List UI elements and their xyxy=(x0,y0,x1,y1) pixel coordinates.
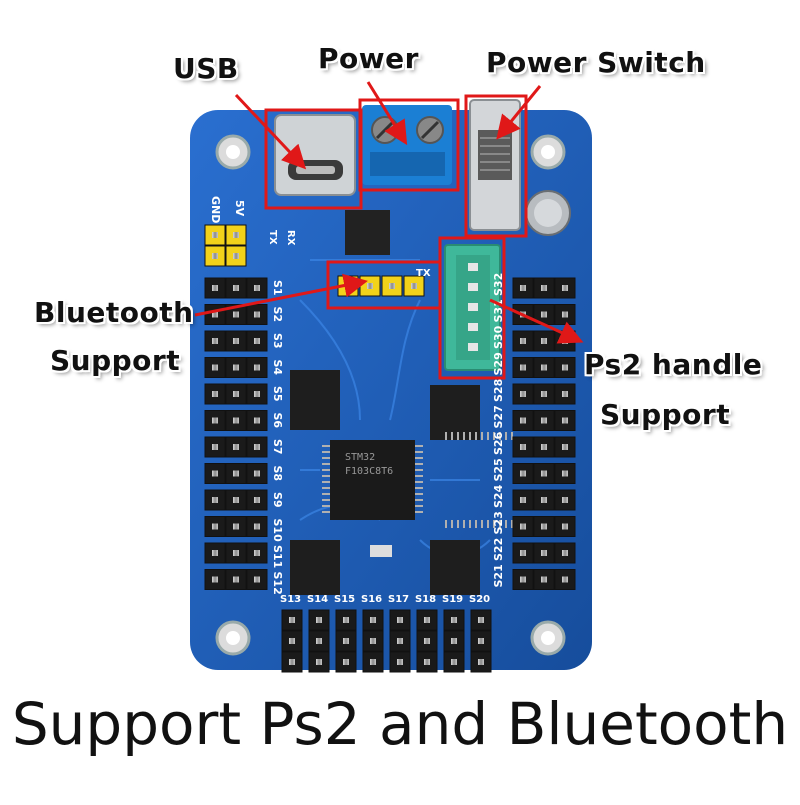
servo-label-S19: S19 xyxy=(442,594,463,605)
mcu-chip: STM32 F103C8T6 xyxy=(322,432,513,528)
servo-label-S30: S30 xyxy=(492,325,505,349)
servo-label-S24: S24 xyxy=(492,484,505,508)
bottom-servo-labels: S13 S14 S15 S16 S17 S18 S19 S20 xyxy=(280,594,490,605)
ps2-connector xyxy=(444,244,501,371)
right-servo-headers xyxy=(512,277,576,590)
servo-label-S12: S12 xyxy=(271,572,284,595)
tx2-label: TX xyxy=(416,268,431,279)
servo-label-S13: S13 xyxy=(280,594,301,605)
tx-label: TX xyxy=(267,230,278,245)
power-callout-label: Power xyxy=(318,42,419,75)
servo-label-S14: S14 xyxy=(307,594,328,605)
servo-header-S13 xyxy=(281,609,303,673)
five-v-label: 5V xyxy=(233,200,246,217)
servo-label-S21: S21 xyxy=(492,564,505,587)
left-servo-headers xyxy=(204,277,268,590)
servo-label-S2: S2 xyxy=(271,307,284,323)
servo-label-S28: S28 xyxy=(492,379,505,402)
servo-label-S22: S22 xyxy=(492,538,505,561)
usb-callout-label: USB xyxy=(173,52,239,85)
bluetooth-callout-line1: Bluetooth xyxy=(34,296,194,329)
callout-arrows xyxy=(194,81,584,344)
servo-header-S16 xyxy=(362,609,384,673)
servo-label-S15: S15 xyxy=(334,594,355,605)
servo-header-S9 xyxy=(204,489,268,511)
servo-label-S10: S10 xyxy=(271,519,284,543)
servo-header-S21 xyxy=(512,569,576,590)
servo-label-S11: S11 xyxy=(271,545,284,568)
servo-label-S25: S25 xyxy=(492,458,505,481)
servo-label-S26: S26 xyxy=(492,431,505,455)
voltage-regulator xyxy=(345,210,390,255)
power-terminal-block xyxy=(362,105,452,185)
bluetooth-callout-line2: Support xyxy=(50,344,181,377)
servo-header-S24 xyxy=(512,489,576,511)
gnd-5v-header xyxy=(204,224,247,267)
servo-label-S20: S20 xyxy=(469,594,490,605)
servo-label-S1: S1 xyxy=(271,280,284,296)
servo-header-S17 xyxy=(389,609,411,673)
servo-header-S7 xyxy=(204,436,268,458)
servo-header-S32 xyxy=(512,277,576,299)
servo-label-S9: S9 xyxy=(271,492,284,508)
servo-label-S4: S4 xyxy=(271,360,284,376)
servo-label-S32: S32 xyxy=(492,273,505,296)
servo-header-S25 xyxy=(512,463,576,484)
servo-header-S8 xyxy=(204,463,268,484)
servo-header-S1 xyxy=(204,277,268,299)
bottom-servo-headers xyxy=(281,609,492,673)
servo-header-S29 xyxy=(512,357,576,378)
servo-label-S6: S6 xyxy=(271,413,284,429)
servo-header-S28 xyxy=(512,383,576,405)
servo-label-S29: S29 xyxy=(492,352,505,375)
servo-header-S23 xyxy=(512,516,576,537)
servo-header-S3 xyxy=(204,330,268,352)
servo-label-S5: S5 xyxy=(271,386,284,402)
gnd-label: GND xyxy=(209,196,222,223)
yellow-header-row-2 xyxy=(204,245,247,267)
servo-header-S10 xyxy=(204,516,268,537)
servo-header-S26 xyxy=(512,436,576,458)
usb-port xyxy=(274,114,356,196)
servo-label-S3: S3 xyxy=(271,333,284,349)
servo-driver-ics xyxy=(290,370,480,595)
mcu-brand-text: STM32 xyxy=(345,452,375,463)
capacitor xyxy=(525,190,571,236)
servo-header-S22 xyxy=(512,542,576,564)
power-switch-callout-label: Power Switch xyxy=(486,46,706,79)
servo-header-S14 xyxy=(308,609,330,673)
servo-header-S4 xyxy=(204,357,268,378)
servo-header-S20 xyxy=(470,609,492,673)
ps2-callout-line2: Support xyxy=(600,398,731,431)
yellow-header-row-1 xyxy=(204,224,247,246)
servo-label-S8: S8 xyxy=(271,466,284,482)
servo-header-S15 xyxy=(335,609,357,673)
rx-label: RX xyxy=(285,230,296,246)
callout-boxes xyxy=(264,94,528,380)
servo-header-S12 xyxy=(204,569,268,590)
servo-label-S23: S23 xyxy=(492,511,505,534)
mcu-part-text: F103C8T6 xyxy=(345,466,393,477)
servo-label-S16: S16 xyxy=(361,594,382,605)
crystal xyxy=(370,545,392,557)
servo-header-S11 xyxy=(204,542,268,564)
caption: Support Ps2 and Bluetooth xyxy=(11,690,789,758)
ps2-callout-line1: Ps2 handle xyxy=(584,348,763,381)
servo-header-S5 xyxy=(204,383,268,405)
mounting-holes xyxy=(215,134,566,656)
servo-label-S17: S17 xyxy=(388,594,409,605)
servo-label-S27: S27 xyxy=(492,405,505,428)
servo-header-S6 xyxy=(204,410,268,431)
servo-label-S18: S18 xyxy=(415,594,436,605)
servo-header-S19 xyxy=(443,609,465,673)
servo-header-S27 xyxy=(512,410,576,431)
servo-label-S7: S7 xyxy=(271,439,284,455)
servo-header-S18 xyxy=(416,609,438,673)
